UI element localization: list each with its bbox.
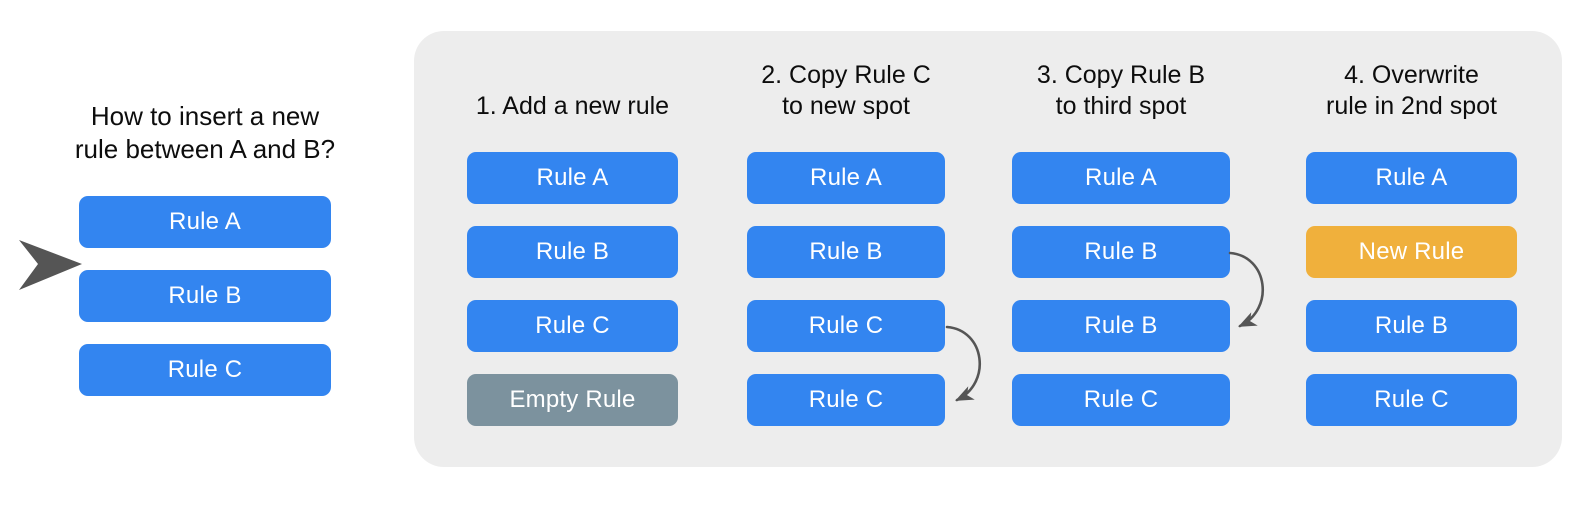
- rule-pill[interactable]: Rule C: [747, 300, 945, 352]
- rule-pill[interactable]: Rule B: [1306, 300, 1517, 352]
- question-title: How to insert a new rule between A and B…: [74, 101, 336, 164]
- rule-pill[interactable]: Rule C: [467, 300, 678, 352]
- rule-pill-label: Rule B: [1084, 238, 1158, 265]
- step-heading: 2. Copy Rule C to new spot: [761, 61, 931, 120]
- rule-pill-label: Rule A: [536, 164, 609, 191]
- rule-pill-label: Rule C: [808, 312, 884, 339]
- rule-pill[interactable]: Rule A: [467, 152, 678, 204]
- rule-pill-label: Empty Rule: [509, 386, 636, 413]
- rule-pill-label: Rule B: [168, 282, 242, 309]
- rule-pill[interactable]: Rule A: [79, 196, 331, 248]
- rule-pill[interactable]: Rule C: [747, 374, 945, 426]
- step-rule-stack: Rule A Rule B Rule B Rule C: [1012, 152, 1230, 426]
- step-column-2: 2. Copy Rule C to new spot Rule A Rule B…: [747, 31, 945, 467]
- rule-pill[interactable]: Rule B: [1012, 300, 1230, 352]
- step-column-1: 1. Add a new rule Rule A Rule B Rule C E…: [467, 31, 678, 467]
- question-rule-stack: Rule A Rule B Rule C: [79, 196, 331, 396]
- rule-pill-label: Rule B: [535, 238, 610, 265]
- steps-panel: 1. Add a new rule Rule A Rule B Rule C E…: [414, 31, 1562, 467]
- step-rule-stack: Rule A New Rule Rule B Rule C: [1306, 152, 1517, 426]
- rule-pill-label: Rule C: [535, 312, 610, 339]
- step-column-3: 3. Copy Rule B to third spot Rule A Rule…: [1012, 31, 1230, 467]
- step-heading: 3. Copy Rule B to third spot: [1036, 61, 1206, 120]
- rule-pill-label: Rule B: [1374, 312, 1449, 339]
- rule-pill[interactable]: Rule B: [747, 226, 945, 278]
- rule-pill-label: Rule C: [1083, 386, 1159, 413]
- rule-pill-label: New Rule: [1358, 238, 1465, 265]
- rule-pill[interactable]: Rule C: [1012, 374, 1230, 426]
- rule-pill-label: Rule A: [169, 208, 241, 235]
- new-rule-pill[interactable]: New Rule: [1306, 226, 1517, 278]
- rule-pill[interactable]: Rule A: [1012, 152, 1230, 204]
- rule-pill[interactable]: Rule B: [1012, 226, 1230, 278]
- question-block: How to insert a new rule between A and B…: [0, 0, 400, 514]
- rule-pill[interactable]: Rule C: [79, 344, 331, 396]
- insert-point-arrow-icon: [19, 240, 82, 290]
- rule-pill-label: Rule A: [810, 164, 882, 191]
- rule-pill[interactable]: Rule B: [79, 270, 331, 322]
- step-column-4: 4. Overwrite rule in 2nd spot Rule A New…: [1306, 31, 1517, 467]
- rule-pill[interactable]: Rule A: [1306, 152, 1517, 204]
- rule-pill-label: Rule C: [167, 356, 243, 383]
- step-heading: 1. Add a new rule: [475, 92, 670, 120]
- step-heading: 4. Overwrite rule in 2nd spot: [1326, 61, 1497, 120]
- empty-rule-pill[interactable]: Empty Rule: [467, 374, 678, 426]
- step-rule-stack: Rule A Rule B Rule C Rule C: [747, 152, 945, 426]
- rule-pill[interactable]: Rule C: [1306, 374, 1517, 426]
- step-rule-stack: Rule A Rule B Rule C Empty Rule: [467, 152, 678, 426]
- rule-pill-label: Rule A: [1085, 164, 1157, 191]
- rule-pill-label: Rule B: [809, 238, 883, 265]
- rule-pill[interactable]: Rule A: [747, 152, 945, 204]
- rule-pill-label: Rule A: [1375, 164, 1448, 191]
- rule-pill-label: Rule B: [1084, 312, 1158, 339]
- rule-pill-label: Rule C: [808, 386, 884, 413]
- rule-pill[interactable]: Rule B: [467, 226, 678, 278]
- rule-pill-label: Rule C: [1374, 386, 1449, 413]
